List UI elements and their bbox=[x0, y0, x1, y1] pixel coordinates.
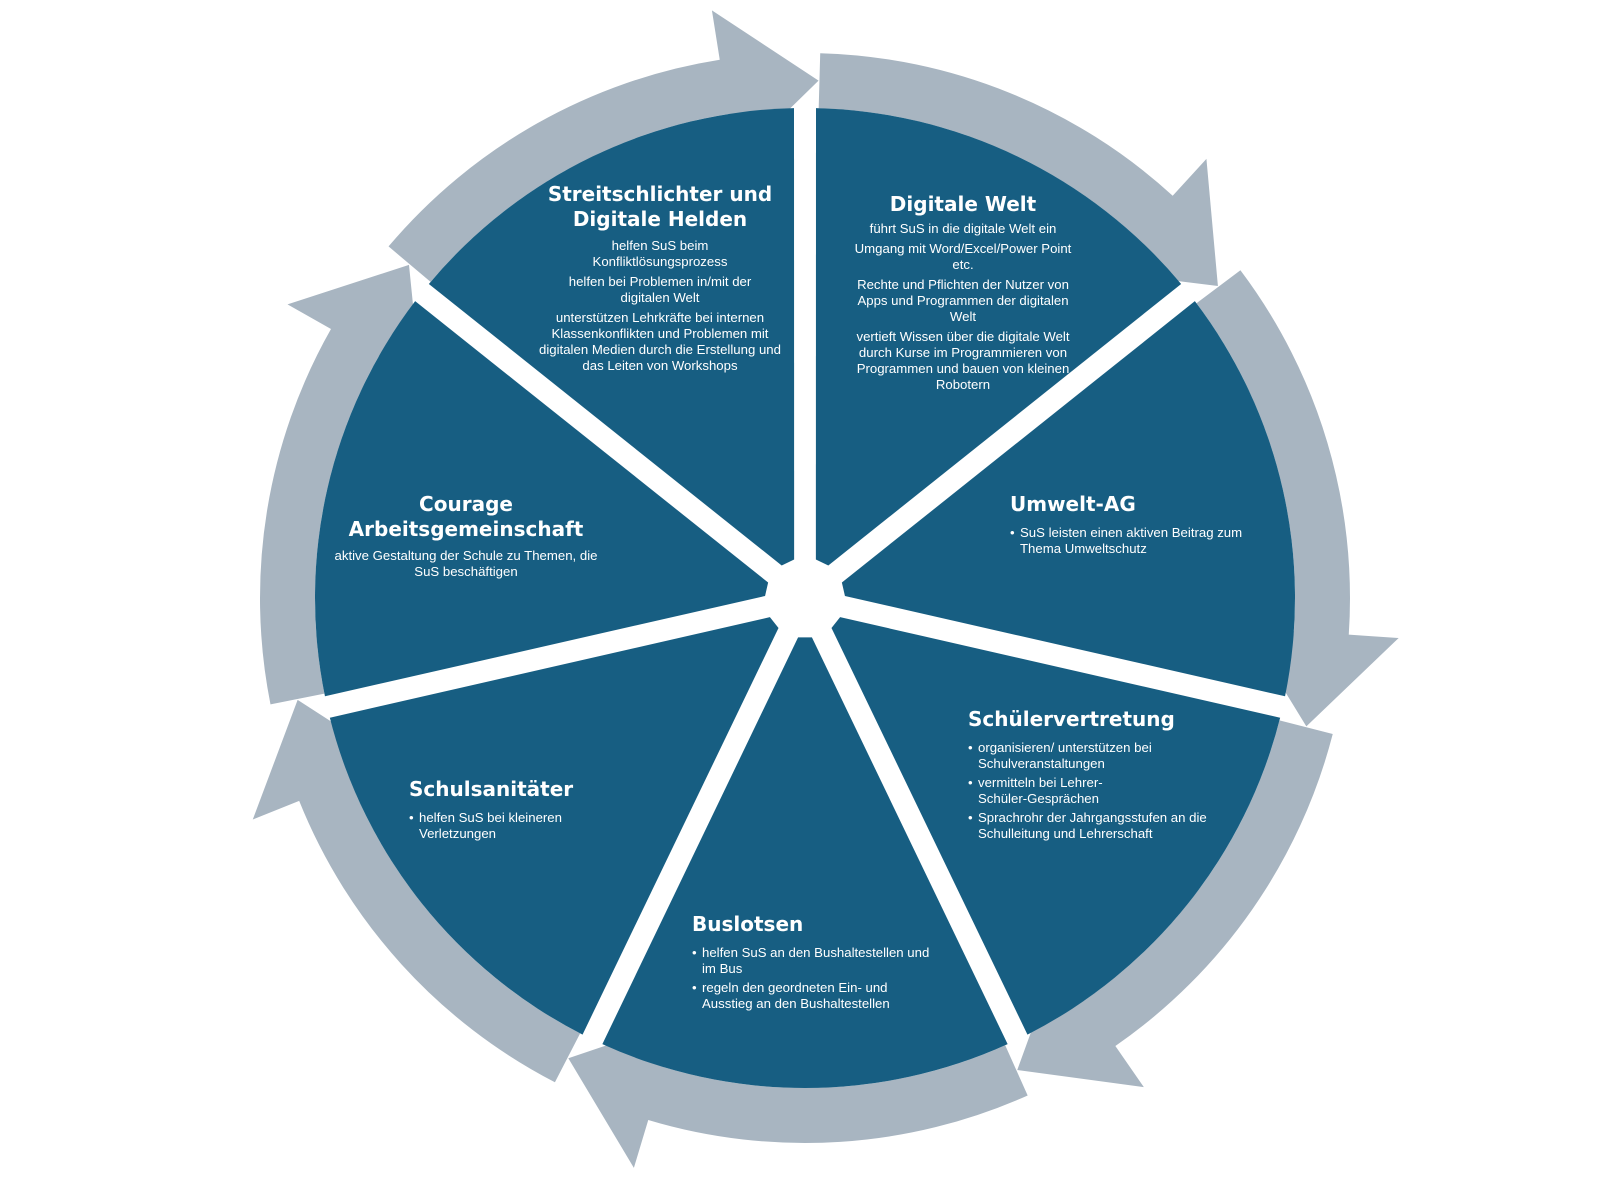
segment-title: Schulsanitäter bbox=[409, 777, 574, 801]
flow-arrow-icon bbox=[568, 1021, 1028, 1168]
flow-arrow-icon bbox=[252, 699, 581, 1083]
segment-line: führt SuS in die digitale Welt ein bbox=[869, 221, 1057, 236]
segment-line: Umgang mit Word/Excel/Power Point etc. bbox=[854, 241, 1072, 272]
wedge-digitale-welt bbox=[815, 108, 1182, 566]
segment-bullet: organisieren/ unterstützen bei Schulvera… bbox=[968, 740, 1218, 772]
segment-digitale-welt: Digitale Welt führt SuS in die digitale … bbox=[838, 192, 1088, 393]
wedge-courage-ag bbox=[314, 301, 769, 697]
segment-schulsanitaeter: Schulsanitäter helfen SuS bei kleineren … bbox=[409, 777, 589, 845]
segment-bullet: Sprachrohr der Jahrgangsstufen an die Sc… bbox=[968, 810, 1218, 842]
segment-bullet: regeln den geordneten Ein- und Ausstieg … bbox=[692, 980, 932, 1012]
flow-arrow-icon bbox=[1196, 270, 1399, 727]
segment-line: vertieft Wissen über die digitale Welt d… bbox=[856, 329, 1070, 392]
segment-bullet: vermitteln bei Lehrer-Schüler-Gesprächen bbox=[968, 775, 1218, 807]
segment-schuelervertretung: Schülervertretung organisieren/ unterstü… bbox=[968, 707, 1218, 845]
flow-arrow-icon bbox=[818, 53, 1218, 287]
segment-line: helfen bei Problemen in/mit der digitale… bbox=[568, 274, 752, 305]
segment-bullet: helfen SuS bei kleineren Verletzungen bbox=[409, 810, 589, 842]
segment-title: Courage Arbeitsgemeinschaft bbox=[348, 492, 584, 541]
segment-line: aktive Gestaltung der Schule zu Themen, … bbox=[334, 548, 598, 579]
segment-title: Buslotsen bbox=[692, 912, 804, 936]
wedge-umwelt-ag bbox=[841, 301, 1295, 697]
arrow-ring bbox=[252, 10, 1399, 1168]
segment-title: Schülervertretung bbox=[968, 707, 1175, 731]
segment-title: Streitschlichter und Digitale Helden bbox=[547, 182, 773, 231]
segment-title: Umwelt-AG bbox=[1010, 492, 1136, 516]
segment-buslotsen: Buslotsen helfen SuS an den Bushaltestel… bbox=[692, 912, 932, 1015]
segment-bullet: helfen SuS an den Bushaltestellen und im… bbox=[692, 945, 932, 977]
flow-arrow-icon bbox=[388, 10, 819, 282]
segment-line: unterstützen Lehrkräfte bei internen Kla… bbox=[539, 310, 781, 373]
segment-line: Rechte und Pflichten der Nutzer von Apps… bbox=[857, 277, 1069, 324]
segment-streitschlichter: Streitschlichter und Digitale Helden hel… bbox=[530, 182, 790, 374]
flow-arrow-icon bbox=[1017, 720, 1333, 1088]
wedge-streitschlichter bbox=[428, 108, 795, 566]
segment-title: Digitale Welt bbox=[889, 192, 1037, 216]
segment-umwelt-ag: Umwelt-AG SuS leisten einen aktiven Beit… bbox=[1010, 492, 1270, 560]
segment-bullet: SuS leisten einen aktiven Beitrag zum Th… bbox=[1010, 525, 1270, 557]
segment-line: helfen SuS beim Konfliktlösungsprozess bbox=[592, 238, 728, 269]
flow-arrow-icon bbox=[260, 264, 421, 705]
segment-courage-ag: Courage Arbeitsgemeinschaft aktive Gesta… bbox=[330, 492, 602, 580]
